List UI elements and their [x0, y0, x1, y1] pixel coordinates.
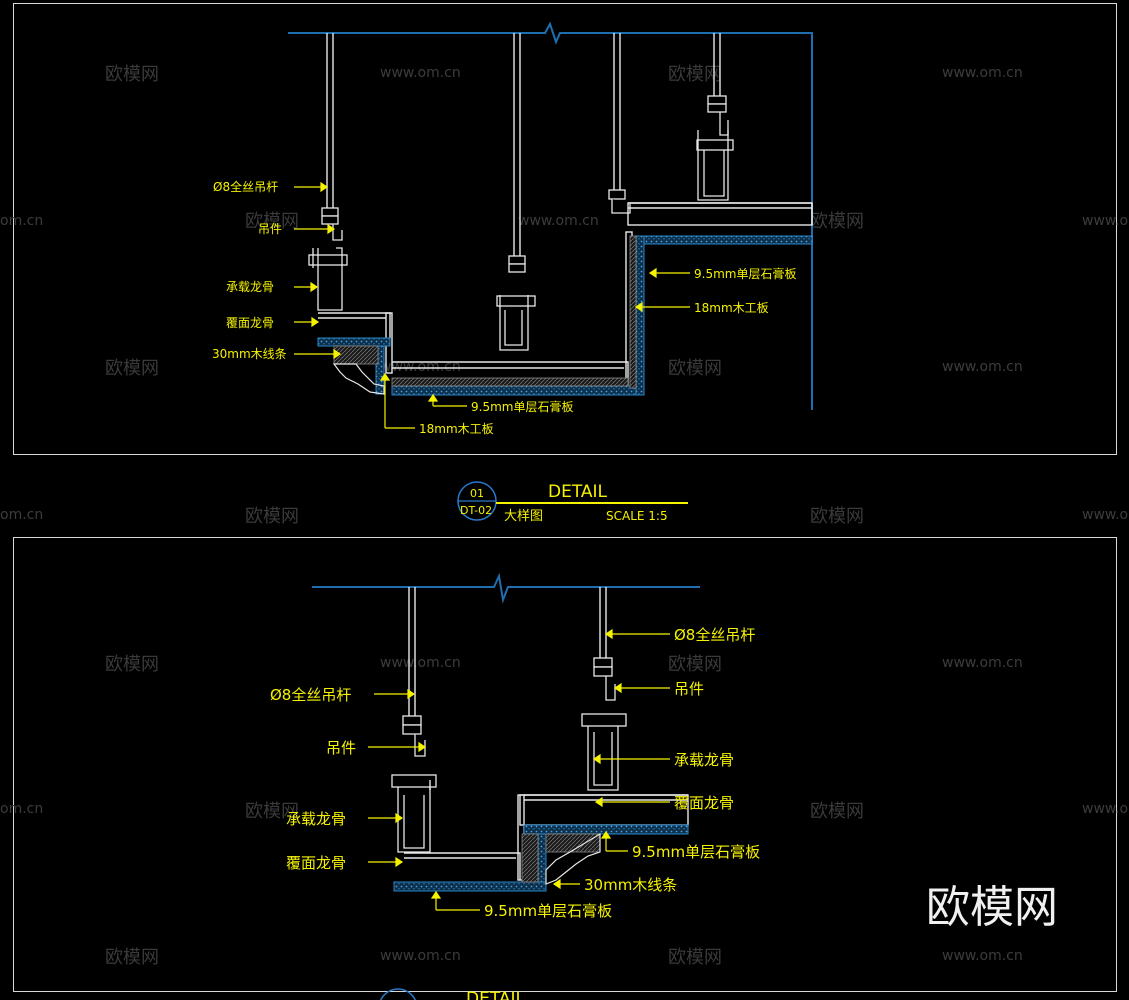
gypsum-boards [393, 824, 689, 892]
label-gypsum-right: 9.5mm单层石膏板 [632, 843, 760, 861]
detail-2-labels: Ø8全丝吊杆 吊件 承载龙骨 覆面龙骨 9.5mm单层石膏板 30mm木线条 Ø… [270, 626, 760, 920]
watermark-site: www.om.cn [380, 948, 461, 964]
detail-1-drawing: Ø8全丝吊杆 吊件 承载龙骨 覆面龙骨 30mm木线条 9.5mm单层石膏板 1… [212, 21, 813, 524]
watermark-brand: 欧模网 [810, 506, 864, 527]
detail-2-title-block: DETAIL [379, 988, 526, 1000]
label-wood-strip: 30mm木线条 [584, 876, 677, 894]
wood-boards [333, 235, 637, 389]
watermark-site: www.om.cn [942, 359, 1023, 375]
sheet-number: DT-02 [460, 504, 492, 517]
watermark-site: www.om.cn [380, 655, 461, 671]
label-cover-keel-left: 覆面龙骨 [286, 854, 346, 872]
label-main-keel-left: 承载龙骨 [286, 810, 346, 828]
label-gypsum-side: 9.5mm单层石膏板 [694, 266, 796, 281]
label-wood-strip: 30mm木线条 [212, 347, 287, 361]
crown-molding [332, 363, 385, 395]
detail-1-frame [13, 3, 1117, 455]
main-keels [308, 130, 734, 351]
watermark-site: www.om.cn [518, 213, 599, 229]
leader-lines [294, 181, 690, 429]
brand-watermark-large: 欧模网 [926, 882, 1058, 933]
watermark-brand: 欧模网 [245, 211, 299, 232]
watermark-brand: 欧模网 [668, 64, 722, 85]
label-rod-left: Ø8全丝吊杆 [270, 686, 351, 704]
crown-molding [545, 832, 601, 885]
watermark-site: www.om.cn [942, 655, 1023, 671]
detail-1-title-block: 01 DT-02 DETAIL 大样图 SCALE 1:5 [457, 481, 688, 524]
detail-subtitle: 大样图 [504, 509, 543, 524]
watermark-brand: 欧模网 [105, 358, 159, 379]
detail-1-labels: Ø8全丝吊杆 吊件 承载龙骨 覆面龙骨 30mm木线条 9.5mm单层石膏板 1… [212, 179, 796, 436]
watermark-brand: 欧模网 [105, 64, 159, 85]
label-cover-keel-right: 覆面龙骨 [674, 794, 734, 812]
watermark-site: www.om.cn [380, 359, 461, 375]
watermark-brand: 欧模网 [810, 801, 864, 822]
watermark-brand: 欧模网 [105, 947, 159, 968]
label-hanger-left: 吊件 [326, 739, 356, 757]
watermark-site: www.om.cn [1082, 213, 1129, 229]
cover-keels [318, 202, 813, 388]
label-main-keel: 承载龙骨 [226, 280, 274, 294]
detail-2-frame [13, 537, 1117, 992]
watermark-brand: 欧模网 [245, 801, 299, 822]
label-hanger: 吊件 [258, 222, 282, 236]
watermark-brand: 欧模网 [245, 506, 299, 527]
detail-2-drawing: Ø8全丝吊杆 吊件 承载龙骨 覆面龙骨 9.5mm单层石膏板 30mm木线条 Ø… [270, 572, 760, 1000]
label-cover-keel: 覆面龙骨 [226, 316, 274, 330]
detail-number: 01 [470, 487, 484, 500]
watermark-site: www.om.cn [942, 948, 1023, 964]
watermark-site: om.cn [0, 213, 43, 229]
hanger-rods [408, 587, 607, 718]
label-rod-right: Ø8全丝吊杆 [674, 626, 755, 644]
label-wood-board-side: 18mm木工板 [694, 301, 769, 315]
watermark-layer: 欧模网 www.om.cn 欧模网 www.om.cn om.cn 欧模网 ww… [0, 64, 1129, 968]
leader-lines [368, 628, 670, 911]
label-gypsum-bottom: 9.5mm单层石膏板 [471, 399, 573, 414]
hanger-clips [402, 657, 616, 757]
label-rod: Ø8全丝吊杆 [213, 179, 278, 194]
ceiling-slab-line [312, 572, 700, 604]
detail-title: DETAIL [548, 482, 608, 502]
watermark-site: www.om.cn [1082, 801, 1129, 817]
watermark-brand: 欧模网 [668, 947, 722, 968]
watermark-site: www.om.cn [380, 65, 461, 81]
label-main-keel-right: 承载龙骨 [674, 751, 734, 769]
watermark-brand: 欧模网 [668, 654, 722, 675]
watermark-brand: 欧模网 [105, 654, 159, 675]
hanger-rods [326, 33, 721, 256]
label-hanger-right: 吊件 [674, 680, 704, 698]
watermark-site: om.cn [0, 507, 43, 523]
watermark-site: om.cn [0, 801, 43, 817]
wood-boards [521, 833, 601, 883]
watermark-site: www.om.cn [942, 65, 1023, 81]
detail-title: DETAIL [466, 989, 526, 1000]
detail-scale: SCALE 1:5 [606, 509, 668, 523]
label-gypsum-bottom: 9.5mm单层石膏板 [484, 902, 612, 920]
ceiling-slab-line [288, 21, 813, 410]
label-wood-board-bottom: 18mm木工板 [419, 422, 494, 436]
hanger-clips [321, 95, 729, 273]
watermark-site: www.om.cn [1082, 507, 1129, 523]
watermark-brand: 欧模网 [668, 358, 722, 379]
watermark-brand: 欧模网 [810, 211, 864, 232]
